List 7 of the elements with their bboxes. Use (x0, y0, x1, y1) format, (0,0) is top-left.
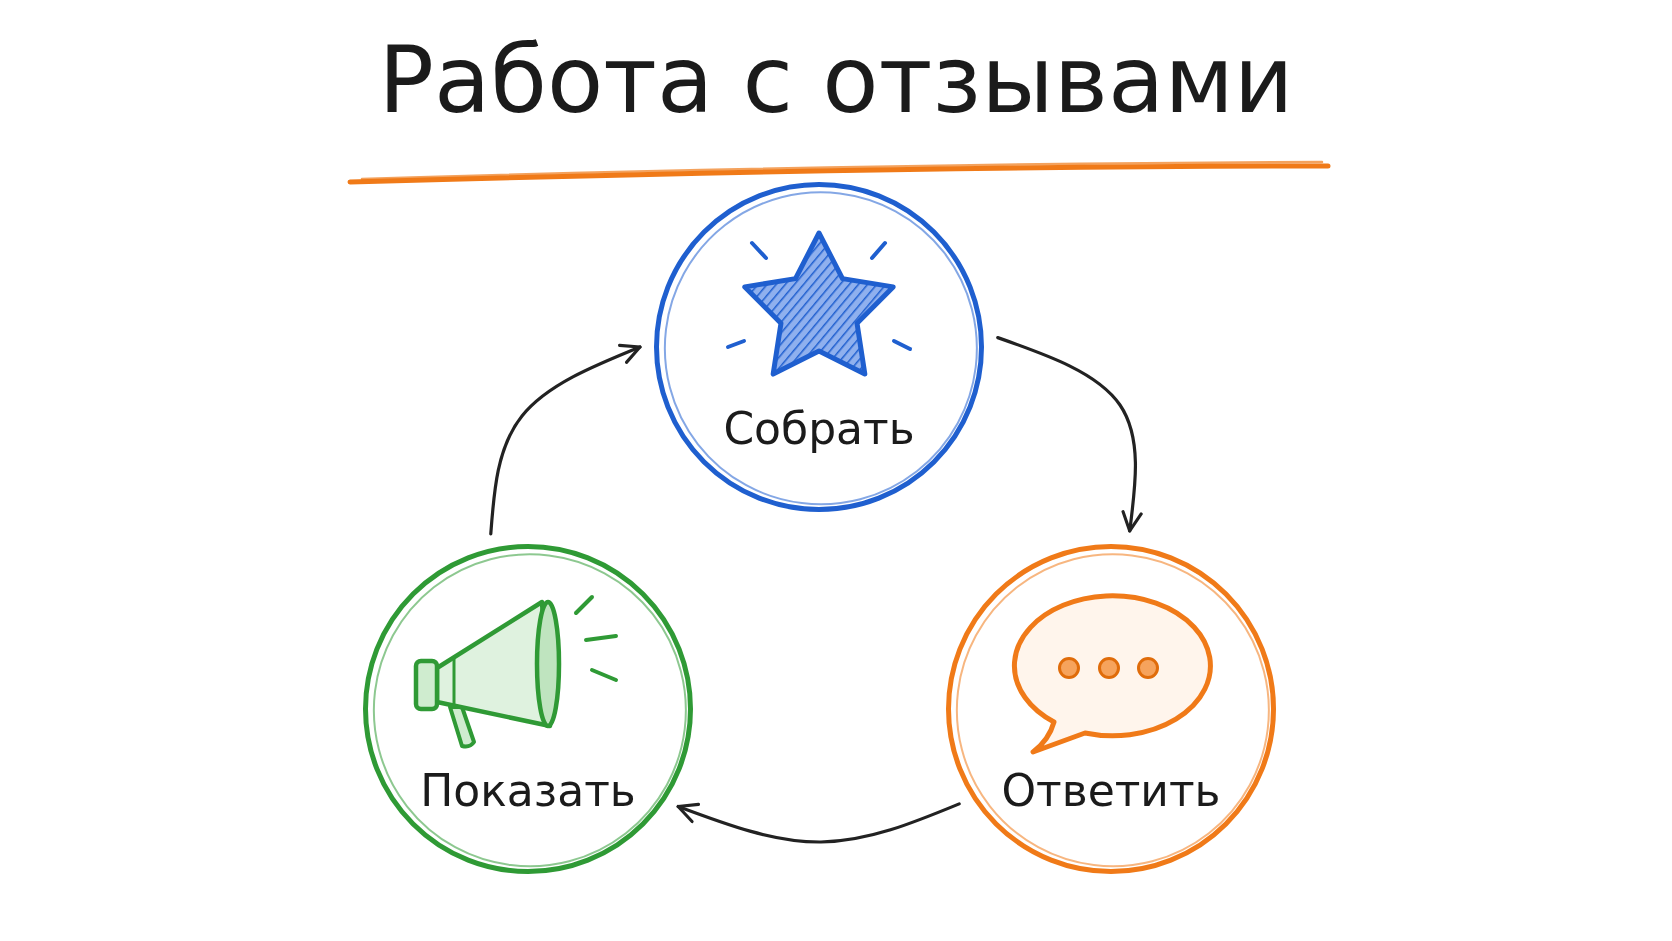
title: Работа с отзывами (378, 30, 1294, 132)
step-label: Ответить (1001, 766, 1221, 817)
cycle-arrow (676, 802, 961, 844)
step-label: Показать (420, 766, 636, 817)
cycle-arrow (489, 343, 642, 536)
cycle-arrow (996, 336, 1143, 533)
step-label: Собрать (723, 404, 915, 455)
